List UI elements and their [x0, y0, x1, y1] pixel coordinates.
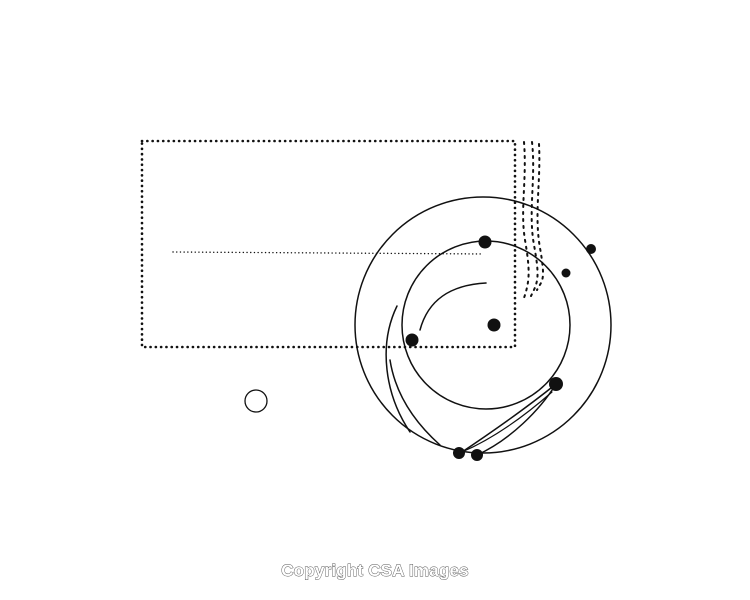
dot-upper-right	[586, 244, 596, 254]
arc-left-lower	[389, 359, 441, 446]
dot-bottom-left	[453, 447, 465, 459]
dot-bottom-right	[471, 449, 483, 461]
dot-top-inner	[478, 235, 492, 249]
arc-mid-inner	[419, 282, 487, 331]
converging-line-2	[476, 383, 557, 456]
dot-left	[405, 333, 419, 347]
inner-circle	[401, 240, 571, 410]
arc-left-inner	[385, 305, 411, 433]
converging-line-1	[458, 383, 557, 455]
copyright-watermark: Copyright CSA Images	[281, 561, 469, 581]
dot-right	[549, 377, 563, 391]
dot-upper-right-small	[561, 268, 571, 278]
dotted-vertical-strand-3	[536, 143, 545, 291]
dotted-horizontal-line	[172, 251, 484, 255]
outer-circle	[354, 196, 612, 454]
dot-center	[487, 318, 501, 332]
dotted-vertical-strand-1	[522, 141, 530, 299]
dotted-vertical-strand-2	[530, 141, 539, 297]
small-open-circle	[244, 389, 268, 413]
converging-line-3	[461, 391, 553, 453]
dotted-rectangle	[140, 139, 517, 349]
